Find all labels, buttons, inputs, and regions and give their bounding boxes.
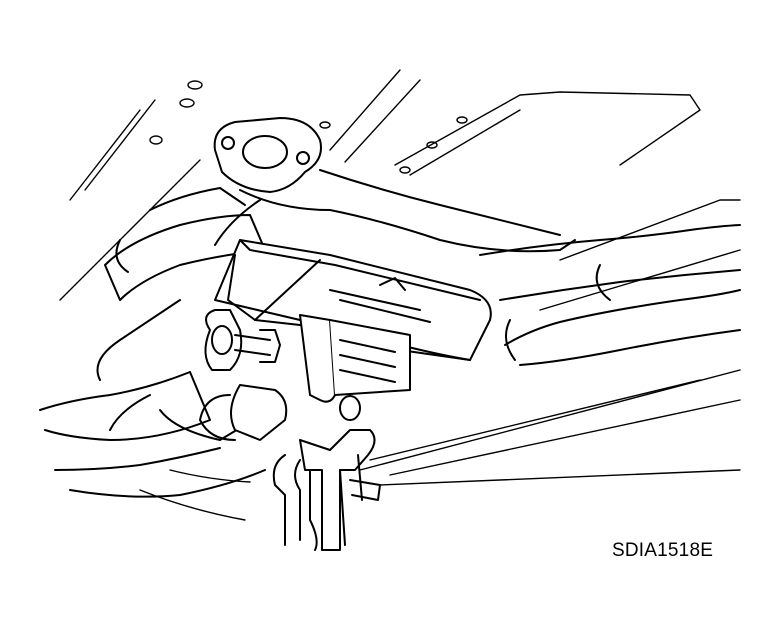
lower-body-lines: [139, 469, 251, 521]
exhaust-pipes-right: [479, 224, 741, 366]
exhaust-flange: [213, 117, 576, 253]
jack-stand: [272, 395, 381, 551]
jack-attachment: [199, 309, 411, 441]
exhaust-pipes-left: [39, 187, 266, 498]
panel-holes: [149, 80, 468, 174]
figure-reference-code: SDIA1518E: [612, 540, 714, 561]
